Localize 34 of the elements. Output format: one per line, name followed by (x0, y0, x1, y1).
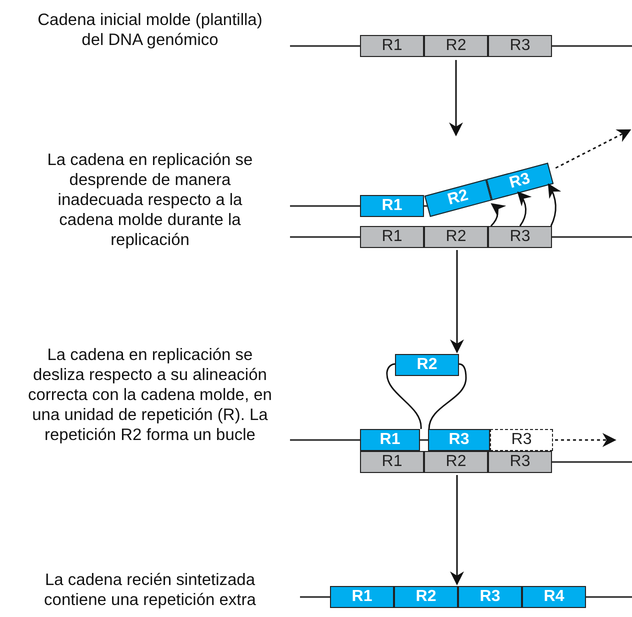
new-strand-repeat-segment: R1 (360, 195, 424, 217)
arrow (490, 203, 506, 227)
arrow (450, 475, 464, 586)
new-strand-repeat-segment: R2 (394, 586, 458, 608)
template-repeat-segment: R1 (360, 451, 424, 473)
loop-line (386, 363, 422, 430)
new-strand-repeat-segment: R3 (458, 586, 522, 608)
template-repeat-segment: R1 (360, 35, 424, 57)
stage-description: La cadena recién sintetizada contiene una repetición extra (43, 570, 257, 610)
stage-description: Cadena inicial molde (plantilla) del DNA genómico (36, 10, 264, 50)
new-strand-repeat-segment: R2 (424, 179, 492, 217)
arrow (449, 60, 463, 136)
dashed-repeat-segment: R3 (490, 429, 553, 451)
template-repeat-segment: R2 (424, 35, 488, 57)
template-repeat-segment: R3 (488, 226, 552, 248)
arrow (555, 433, 616, 447)
new-strand-repeat-segment: R1 (360, 429, 420, 451)
new-strand-repeat-segment: R4 (522, 586, 586, 608)
template-repeat-segment: R1 (360, 226, 424, 248)
new-strand-repeat-segment: R1 (330, 586, 394, 608)
template-repeat-segment: R2 (424, 451, 488, 473)
stage-description: La cadena en replicación se desliza respecto a su alineación correcta con la cadena molde, en una unidad de repetición (R). La repetición R2 forma un bucle (28, 345, 272, 445)
arrow (517, 191, 532, 226)
new-strand-repeat-segment: R3 (486, 162, 554, 200)
template-repeat-segment: R3 (488, 451, 552, 473)
stage-description: La cadena en replicación se desprende de manera inadecuada respecto a la cadena molde durante la replicación (46, 150, 254, 250)
new-strand-repeat-segment: R3 (428, 429, 490, 451)
template-repeat-segment: R2 (424, 226, 488, 248)
arrow (450, 250, 464, 354)
loop-line (428, 363, 467, 430)
arrow (555, 129, 632, 169)
arrow (548, 183, 561, 226)
template-repeat-segment: R3 (488, 35, 552, 57)
new-strand-repeat-segment: R2 (395, 354, 459, 376)
